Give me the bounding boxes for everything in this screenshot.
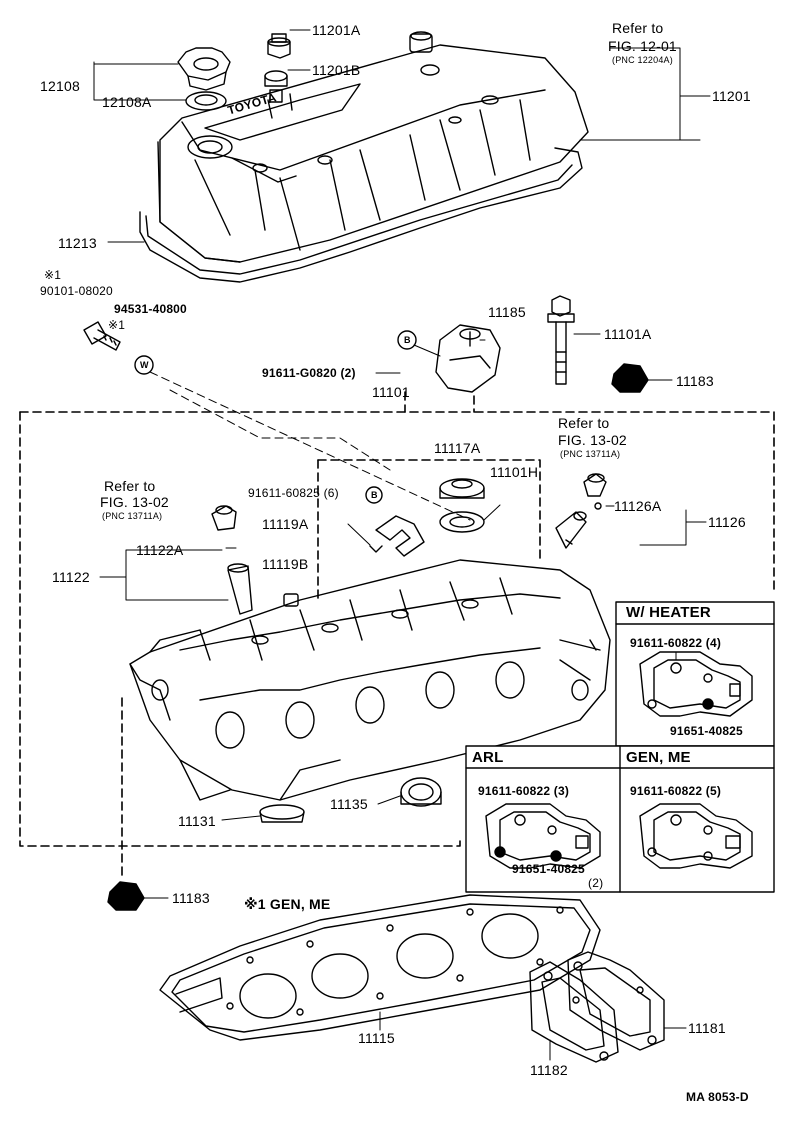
label-12108A: 12108A [102, 94, 152, 110]
label-91611-60825: 91611-60825 (6) [248, 486, 339, 500]
dashed-leader-bolt [149, 371, 471, 521]
label-11119B: 11119B [262, 556, 309, 572]
label-refer-to-1: Refer to [612, 20, 664, 36]
valve-stem-seal-left [211, 505, 237, 531]
inset-title-gen-me: GEN, ME [626, 749, 691, 766]
label-pnc-13711a-a: (PNC 13711A) [560, 449, 621, 459]
gen-me-plate-gasket [639, 803, 753, 869]
oil-seal-11135 [400, 777, 442, 807]
label-11126A: 11126A [614, 498, 662, 514]
gasket-11182 [529, 961, 619, 1063]
label-11122: 11122 [52, 569, 90, 585]
grommet-11201B [264, 70, 288, 103]
cover-gasket-11213 [139, 147, 583, 283]
label-11185: 11185 [488, 304, 526, 320]
oil-seal-11126A-topright [583, 473, 607, 497]
label-arl-qty: (2) [588, 876, 604, 890]
gasket-11181 [567, 951, 665, 1051]
circle-b-text-2: B [371, 490, 378, 500]
label-11201: 11201 [712, 88, 751, 104]
circle-b-marker-1 [397, 330, 417, 350]
label-11126: 11126 [708, 514, 746, 530]
label-11101: 11101 [372, 384, 410, 400]
label-mark-1: ※1 [44, 268, 62, 282]
label-arl-91611-60822: 91611-60822 (3) [478, 784, 570, 798]
label-wh-91611-60822: 91611-60822 (4) [630, 636, 722, 650]
label-11101A: 11101A [604, 326, 652, 342]
label-refer-to-3: Refer to [104, 478, 156, 494]
cap-gasket-12108A [185, 91, 227, 111]
head-gasket-11115 [159, 894, 601, 1041]
label-gen-me-note: ※1 GEN, ME [244, 896, 331, 912]
circle-b-marker-2 [365, 486, 383, 504]
label-11115: 11115 [358, 1030, 395, 1046]
circle-w-text: W [140, 360, 149, 370]
label-11183-top: 11183 [676, 373, 714, 389]
leader-lines-top [93, 29, 711, 243]
label-11135: 11135 [330, 796, 368, 812]
circle-b-text-1: B [404, 335, 411, 345]
cylinder-head-body [129, 559, 611, 801]
label-mark-1b: ※1 [108, 318, 126, 332]
label-11201B: 11201B [312, 62, 361, 78]
label-pnc-13711a-b: (PNC 13711A) [102, 511, 163, 521]
label-11122A: 11122A [136, 542, 184, 558]
label-11101H: 11101H [490, 464, 539, 480]
valve-cover-11201 [157, 31, 589, 263]
arl-plate-gasket [485, 803, 601, 869]
plug-11183-bottom [107, 881, 169, 911]
label-11119A: 11119A [262, 516, 309, 532]
label-91611-g0820: 91611-G0820 (2) [262, 366, 356, 380]
gasket-11101H [439, 504, 501, 533]
union-bolt-90101-08020 [83, 321, 121, 351]
label-fig-13-02-a: FIG. 13-02 [558, 432, 627, 448]
valve-guide-11122 [99, 547, 253, 615]
valve-guide-11126 [555, 511, 587, 549]
label-refer-to-2: Refer to [558, 415, 610, 431]
label-11117A: 11117A [434, 440, 481, 456]
label-wh-91651-40825: 91651-40825 [670, 724, 743, 738]
label-11183-bottom: 11183 [172, 890, 210, 906]
label-fig-12-01: FIG. 12-01 [608, 38, 677, 54]
seal-washer-11201A [267, 33, 291, 59]
cylinder-head-assembly-box [19, 391, 775, 877]
engine-hanger-11185 [435, 324, 501, 393]
heater-plate-gasket [639, 651, 753, 717]
label-11181: 11181 [688, 1020, 726, 1036]
plug-11183-top [611, 363, 673, 393]
label-arl-91651-40825: 91651-40825 [512, 862, 585, 876]
washer-94531-40800 [134, 355, 154, 375]
inset-title-arl: ARL [472, 749, 504, 766]
label-11131: 11131 [178, 813, 216, 829]
oil-filler-cap-12108 [177, 47, 231, 91]
label-11182: 11182 [530, 1062, 568, 1078]
plug-11131 [259, 804, 305, 823]
plug-11117A [439, 478, 485, 499]
inset-title-w-heater: W/ HEATER [626, 604, 711, 621]
label-11213: 11213 [58, 235, 97, 251]
label-diagram-code: MA 8053-D [686, 1090, 749, 1104]
label-11201A: 11201A [312, 22, 361, 38]
label-fig-13-02-b: FIG. 13-02 [100, 494, 169, 510]
label-12108: 12108 [40, 78, 80, 94]
head-bolt-11101A [547, 295, 601, 385]
label-90101-08020: 90101-08020 [40, 284, 113, 298]
label-gm-91611-60822: 91611-60822 (5) [630, 784, 722, 798]
label-94531-40800: 94531-40800 [114, 302, 187, 316]
clamp-11119A [369, 515, 425, 557]
label-pnc-12204a: (PNC 12204A) [612, 55, 673, 65]
